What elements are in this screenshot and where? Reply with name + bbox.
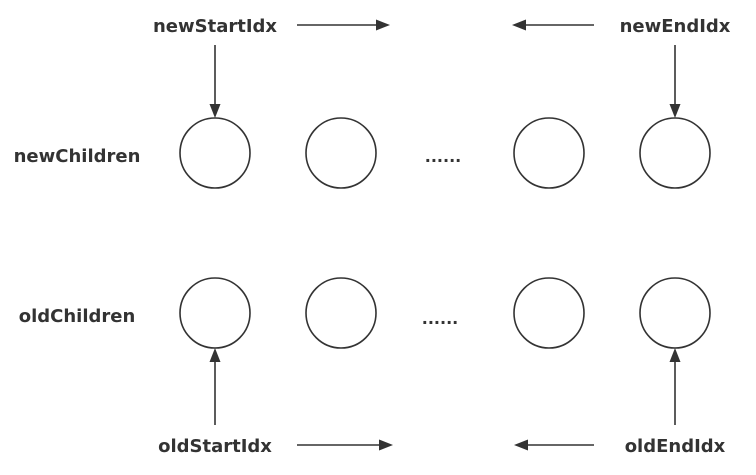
- old-child-node: [305, 277, 377, 349]
- new-end-idx-label: newEndIdx: [620, 16, 731, 37]
- old-children-ellipsis: ......: [422, 309, 458, 328]
- new-child-node: [179, 117, 251, 189]
- new-child-node: [305, 117, 377, 189]
- old-child-node: [513, 277, 585, 349]
- old-child-node: [179, 277, 251, 349]
- old-child-node: [639, 277, 711, 349]
- new-end-idx-arrow: [669, 45, 681, 118]
- new-start-move-arrow: [297, 19, 390, 31]
- old-children-label: oldChildren: [19, 306, 136, 327]
- old-start-move-arrow: [297, 439, 393, 451]
- new-child-node: [513, 117, 585, 189]
- old-end-idx-arrow: [669, 348, 681, 425]
- new-start-idx-label: newStartIdx: [153, 16, 277, 37]
- old-end-move-arrow: [514, 439, 594, 451]
- old-start-idx-arrow: [209, 348, 221, 425]
- new-start-idx-arrow: [209, 45, 221, 118]
- new-child-node: [639, 117, 711, 189]
- new-end-move-arrow: [512, 19, 594, 31]
- new-children-ellipsis: ......: [425, 147, 461, 166]
- new-children-label: newChildren: [14, 146, 141, 167]
- old-end-idx-label: oldEndIdx: [625, 436, 726, 457]
- old-start-idx-label: oldStartIdx: [158, 436, 272, 457]
